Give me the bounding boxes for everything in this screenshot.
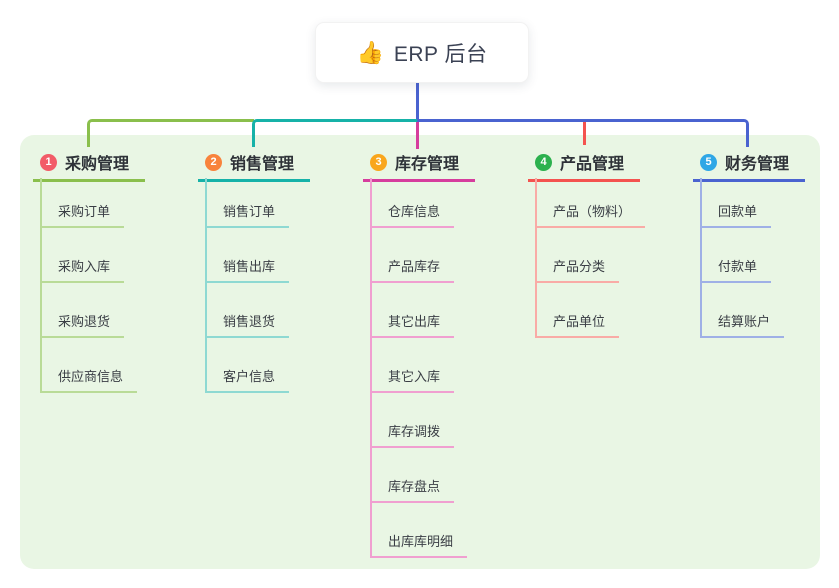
branch-label-purchase: 采购管理 [65, 156, 130, 173]
child-label: 库存盘点 [370, 476, 455, 503]
branch-child-line [535, 178, 537, 338]
branch-badge-3: 3 [370, 153, 387, 171]
branch-child-line [370, 178, 372, 558]
branch-header-sales[interactable]: 2 销售管理 [198, 150, 310, 182]
branch-sales: 2 销售管理 销售订单 销售出库 销售退货 客户信息 [198, 150, 358, 393]
branch-label-product: 产品管理 [560, 156, 625, 173]
connector-finance [417, 119, 749, 147]
branch-badge-5: 5 [700, 153, 717, 171]
branch-child-line [40, 178, 42, 393]
branch-header-inventory[interactable]: 3 库存管理 [363, 150, 475, 182]
branch-label-sales: 销售管理 [230, 156, 295, 173]
branch-header-finance[interactable]: 5 财务管理 [693, 150, 805, 182]
child-label: 销售退货 [205, 311, 290, 338]
mindmap-backdrop [20, 135, 820, 569]
branch-label-inventory: 库存管理 [395, 156, 460, 173]
child-item[interactable]: 仓库信息 [370, 178, 467, 228]
child-label: 产品分类 [535, 256, 620, 283]
connector-inventory [416, 122, 419, 149]
child-label: 产品单位 [535, 311, 620, 338]
child-item[interactable]: 销售退货 [205, 283, 290, 338]
child-label: 产品（物料） [535, 201, 646, 228]
child-label: 付款单 [700, 256, 772, 283]
child-label: 库存调拨 [370, 421, 455, 448]
branch-header-purchase[interactable]: 1 采购管理 [33, 150, 145, 182]
child-label: 供应商信息 [40, 366, 138, 393]
child-label: 其它出库 [370, 311, 455, 338]
child-label: 仓库信息 [370, 201, 455, 228]
child-item[interactable]: 采购订单 [40, 178, 137, 228]
child-item[interactable]: 其它出库 [370, 283, 467, 338]
child-item[interactable]: 产品单位 [535, 283, 645, 338]
child-label: 采购订单 [40, 201, 125, 228]
child-item[interactable]: 付款单 [700, 228, 784, 283]
thumbs-up-icon: 👍 [356, 39, 384, 65]
branch-purchase: 1 采购管理 采购订单 采购入库 采购退货 供应商信息 [33, 150, 193, 393]
child-item[interactable]: 结算账户 [700, 283, 785, 338]
branch-child-line [205, 178, 207, 393]
child-label: 出库库明细 [370, 531, 468, 558]
branch-child-line [700, 178, 702, 338]
child-item[interactable]: 库存调拨 [370, 393, 467, 448]
branch-badge-1: 1 [40, 153, 57, 171]
child-item[interactable]: 库存盘点 [370, 448, 467, 503]
branch-badge-4: 4 [535, 153, 552, 171]
child-item[interactable]: 销售订单 [205, 178, 290, 228]
child-label: 销售出库 [205, 256, 290, 283]
child-item[interactable]: 产品（物料） [535, 178, 646, 228]
root-connector [416, 81, 419, 120]
root-label: ERP 后台 [393, 42, 488, 66]
branch-badge-2: 2 [205, 153, 222, 171]
child-item[interactable]: 采购入库 [40, 228, 137, 283]
branch-header-product[interactable]: 4 产品管理 [528, 150, 640, 182]
child-label: 采购退货 [40, 311, 125, 338]
child-label: 回款单 [700, 201, 772, 228]
child-label: 产品库存 [370, 256, 455, 283]
branch-finance: 5 财务管理 回款单 付款单 结算账户 [693, 150, 839, 338]
child-item[interactable]: 供应商信息 [40, 338, 138, 393]
child-label: 结算账户 [700, 311, 785, 338]
child-label: 客户信息 [205, 366, 290, 393]
child-item[interactable]: 销售出库 [205, 228, 290, 283]
child-item[interactable]: 客户信息 [205, 338, 290, 393]
branch-product: 4 产品管理 产品（物料） 产品分类 产品单位 [528, 150, 688, 338]
connector-product [583, 122, 586, 145]
branch-inventory: 3 库存管理 仓库信息 产品库存 其它出库 其它入库 库存调拨 库存盘点 出库库… [363, 150, 523, 558]
child-item[interactable]: 回款单 [700, 178, 784, 228]
child-item[interactable]: 出库库明细 [370, 503, 468, 558]
child-item[interactable]: 其它入库 [370, 338, 467, 393]
connector-sales [252, 119, 418, 147]
branch-label-finance: 财务管理 [725, 156, 790, 173]
child-label: 销售订单 [205, 201, 290, 228]
child-label: 其它入库 [370, 366, 455, 393]
child-item[interactable]: 产品分类 [535, 228, 645, 283]
root-node[interactable]: 👍 ERP 后台 [315, 22, 529, 83]
child-label: 采购入库 [40, 256, 125, 283]
child-item[interactable]: 采购退货 [40, 283, 137, 338]
connector-purchase [87, 119, 254, 147]
child-item[interactable]: 产品库存 [370, 228, 467, 283]
